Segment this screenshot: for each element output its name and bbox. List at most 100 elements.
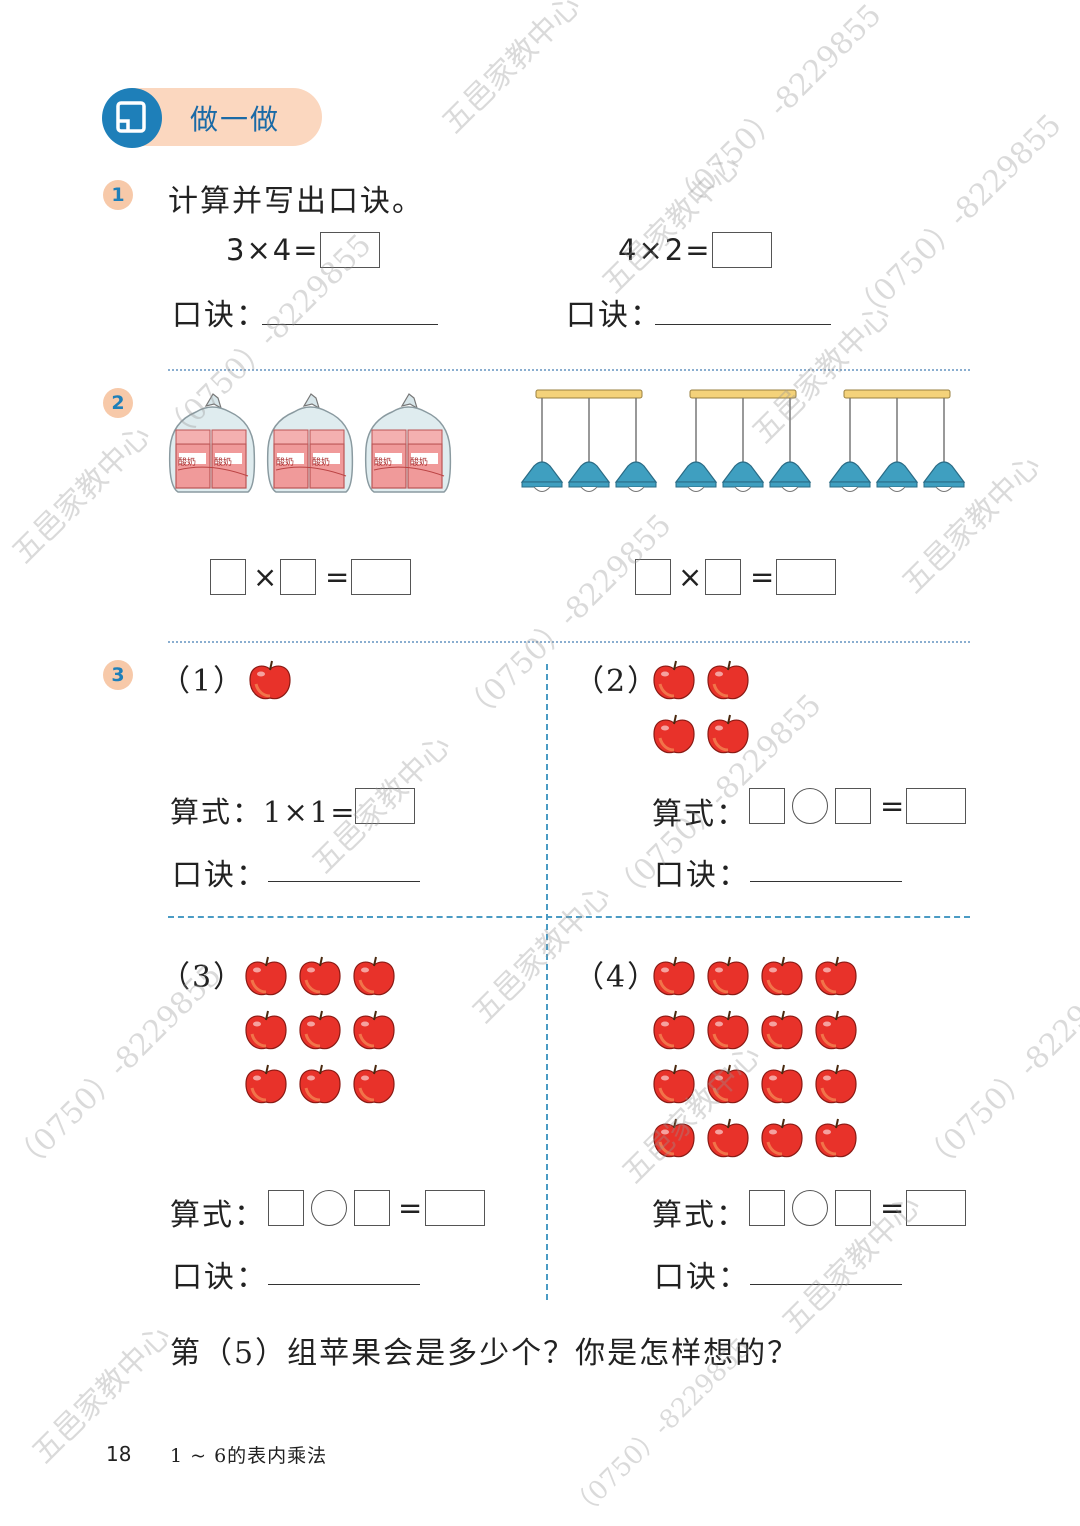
- section-icon: [102, 88, 162, 148]
- equals-sign: =: [880, 789, 907, 823]
- part-2-factor-2-box[interactable]: [835, 788, 871, 824]
- part-4-label: （4）: [574, 960, 660, 995]
- part-2-formula-label: 算式：: [652, 797, 748, 832]
- apple-icon: [814, 956, 858, 1002]
- part-4-koujue-label: 口诀：: [654, 1260, 750, 1295]
- ceiling-lamps-illustration: [520, 388, 970, 500]
- apple-icon: [298, 1010, 342, 1056]
- part-3-label: （3）: [160, 960, 246, 995]
- apple-icon: [652, 660, 696, 706]
- bag-label: 酸奶: [312, 458, 331, 468]
- apple-icon: [352, 1064, 396, 1110]
- divider-1: [168, 369, 970, 371]
- part-3-answer-box[interactable]: [425, 1190, 485, 1226]
- part-4-operator-circle[interactable]: [792, 1190, 828, 1226]
- part-1-label: （1）: [160, 664, 246, 699]
- part-1-formula: 算式：1×1=: [170, 795, 357, 829]
- q1-left-expression: 3×4=: [226, 233, 320, 267]
- part-3-koujue-label: 口诀：: [172, 1260, 268, 1295]
- q2-left-factor-2-box[interactable]: [280, 559, 316, 595]
- apple-icon: [814, 1010, 858, 1056]
- q1-right-answer-box[interactable]: [712, 232, 772, 268]
- part-1-answer-box[interactable]: [355, 788, 415, 824]
- followup-question: 第（5）组苹果会是多少个？你是怎样想的？: [170, 1336, 800, 1371]
- part-2-answer-box[interactable]: [906, 788, 966, 824]
- question-3-badge: 3: [103, 660, 133, 690]
- q1-left-answer-box[interactable]: [320, 232, 380, 268]
- chapter-title: 1 ~ 6的表内乘法: [170, 1445, 328, 1467]
- apple-icon: [814, 1064, 858, 1110]
- equals-sign: =: [750, 560, 777, 594]
- apple-icon: [652, 1010, 696, 1056]
- equals-sign: =: [880, 1191, 907, 1225]
- part-2-operator-circle[interactable]: [792, 788, 828, 824]
- horizontal-divider: [168, 916, 970, 918]
- bag-label: 酸奶: [214, 458, 233, 468]
- apple-icon: [706, 660, 750, 706]
- apple-icon: [760, 1064, 804, 1110]
- q1-right-koujue-blank[interactable]: [655, 324, 831, 325]
- apple-icon: [352, 956, 396, 1002]
- watermark-text: （0750）-8229855: [915, 957, 1080, 1181]
- times-sign: ×: [253, 560, 280, 594]
- q1-left-koujue-blank[interactable]: [262, 324, 438, 325]
- part-2-factor-1-box[interactable]: [749, 788, 785, 824]
- divider-2: [168, 641, 970, 643]
- yogurt-bags-illustration: [166, 390, 458, 500]
- q2-left-product-box[interactable]: [351, 559, 411, 595]
- apple-icon: [298, 956, 342, 1002]
- bag-label: 酸奶: [410, 458, 429, 468]
- page-number: 18: [106, 1442, 132, 1466]
- part-1-koujue-blank[interactable]: [268, 881, 420, 882]
- apple-icon: [760, 1118, 804, 1164]
- q2-left-factor-1-box[interactable]: [210, 559, 246, 595]
- part-4-factor-1-box[interactable]: [749, 1190, 785, 1226]
- apple-icon: [652, 956, 696, 1002]
- apple-icon: [760, 1010, 804, 1056]
- apple-icon: [244, 1010, 288, 1056]
- watermark-text: 五邑家教中心: [435, 0, 588, 141]
- q2-right-product-box[interactable]: [776, 559, 836, 595]
- part-3-operator-circle[interactable]: [311, 1190, 347, 1226]
- equals-sign: =: [398, 1191, 425, 1225]
- apple-icon: [248, 660, 292, 706]
- part-3-formula-label: 算式：: [170, 1198, 266, 1233]
- part-3-factor-1-box[interactable]: [268, 1190, 304, 1226]
- times-sign: ×: [678, 560, 705, 594]
- vertical-divider: [546, 664, 548, 1300]
- q2-right-factor-1-box[interactable]: [635, 559, 671, 595]
- watermark-text: 五邑家教中心: [595, 148, 748, 301]
- apple-icon: [352, 1010, 396, 1056]
- question-1-instruction: 计算并写出口诀。: [168, 184, 424, 219]
- part-3-factor-2-box[interactable]: [354, 1190, 390, 1226]
- apple-icon: [652, 1064, 696, 1110]
- apple-icon: [652, 714, 696, 760]
- apple-icon: [706, 1064, 750, 1110]
- part-2-label: （2）: [574, 664, 660, 699]
- equals-sign: =: [325, 560, 352, 594]
- part-2-koujue-blank[interactable]: [750, 881, 902, 882]
- apple-icon: [652, 1118, 696, 1164]
- question-2-badge: 2: [103, 388, 133, 418]
- part-4-formula-label: 算式：: [652, 1198, 748, 1233]
- apple-icon: [706, 1118, 750, 1164]
- watermark-text: 五邑家教中心: [5, 418, 158, 571]
- watermark-text: （0750）-8229855: [845, 107, 1069, 331]
- q2-right-factor-2-box[interactable]: [705, 559, 741, 595]
- section-title: 做一做: [190, 103, 281, 136]
- question-1-badge: 1: [103, 180, 133, 210]
- part-2-koujue-label: 口诀：: [654, 858, 750, 893]
- apple-icon: [244, 956, 288, 1002]
- q1-right-koujue-label: 口诀：: [566, 298, 662, 333]
- watermark-text: 五邑家教中心: [25, 1318, 178, 1471]
- part-4-koujue-blank[interactable]: [750, 1284, 902, 1285]
- apple-icon: [814, 1118, 858, 1164]
- part-4-answer-box[interactable]: [906, 1190, 966, 1226]
- part-4-factor-2-box[interactable]: [835, 1190, 871, 1226]
- watermark-text: 五邑家教中心: [615, 1038, 768, 1191]
- apple-icon: [706, 1010, 750, 1056]
- part-3-koujue-blank[interactable]: [268, 1284, 420, 1285]
- apple-icon: [706, 714, 750, 760]
- bag-label: 酸奶: [276, 458, 295, 468]
- q1-left-koujue-label: 口诀：: [172, 298, 268, 333]
